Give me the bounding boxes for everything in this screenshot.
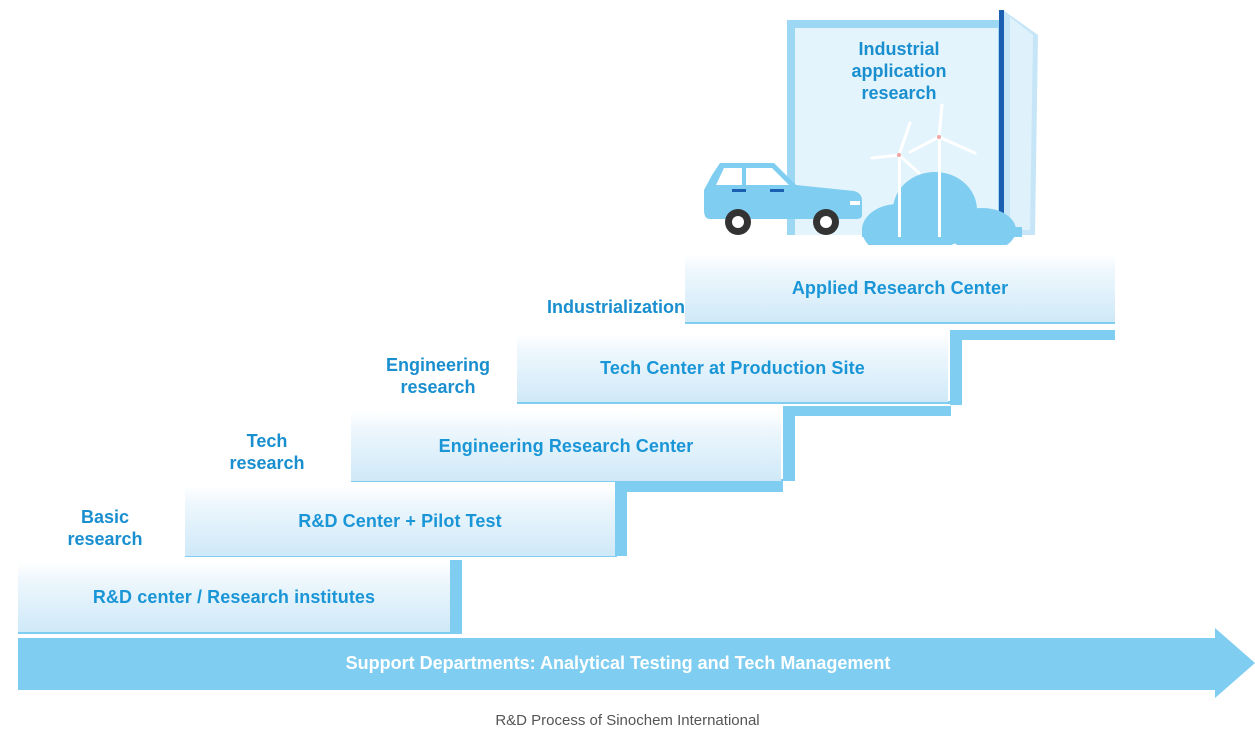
industrial-application-title: Industrial application research bbox=[851, 39, 947, 103]
support-arrow bbox=[18, 628, 1255, 698]
label-basic-research: Basic research bbox=[67, 507, 143, 549]
industrial-illustration bbox=[704, 10, 1038, 245]
step-label: Applied Research Center bbox=[791, 278, 1009, 298]
step-label: R&D center / Research institutes bbox=[92, 586, 376, 607]
label-industrialization: Industrialization bbox=[546, 297, 685, 317]
step-label: Tech Center at Production Site bbox=[600, 358, 865, 378]
wind-turbine-icon bbox=[870, 103, 977, 237]
step-rd-center-institutes: R&D center / Research institutes bbox=[18, 562, 450, 632]
step-applied-research-center: Applied Research Center bbox=[685, 255, 1115, 322]
label-engineering-research: Engineering research bbox=[385, 355, 490, 397]
car-icon bbox=[704, 163, 862, 235]
step-tech-center-production: Tech Center at Production Site bbox=[517, 335, 948, 402]
step-rd-center-pilot-test: R&D Center + Pilot Test bbox=[185, 486, 615, 556]
step-label: R&D Center + Pilot Test bbox=[298, 510, 502, 531]
step-engineering-research-center: Engineering Research Center bbox=[351, 411, 781, 481]
support-departments-text: Support Departments: Analytical Testing … bbox=[345, 652, 891, 673]
caption: R&D Process of Sinochem International bbox=[495, 712, 760, 729]
cloud-icon bbox=[862, 172, 1022, 245]
label-tech-research: Tech research bbox=[229, 431, 305, 473]
step-label: Engineering Research Center bbox=[438, 435, 694, 456]
